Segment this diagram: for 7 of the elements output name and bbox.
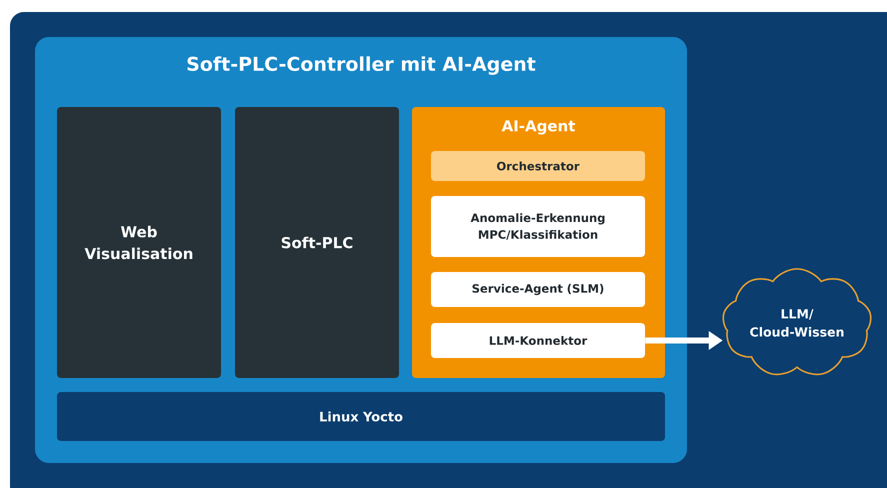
component-box: Service-Agent (SLM) [431,272,645,307]
module-box: Soft-PLC [235,107,399,378]
os-layer-bar: Linux Yocto [57,392,665,441]
component-box: Orchestrator [431,151,645,181]
component-box: Anomalie-Erkennung MPC/Klassifikation [431,196,645,257]
component-box: LLM-Konnektor [431,323,645,358]
module-box: Web Visualisation [57,107,221,378]
